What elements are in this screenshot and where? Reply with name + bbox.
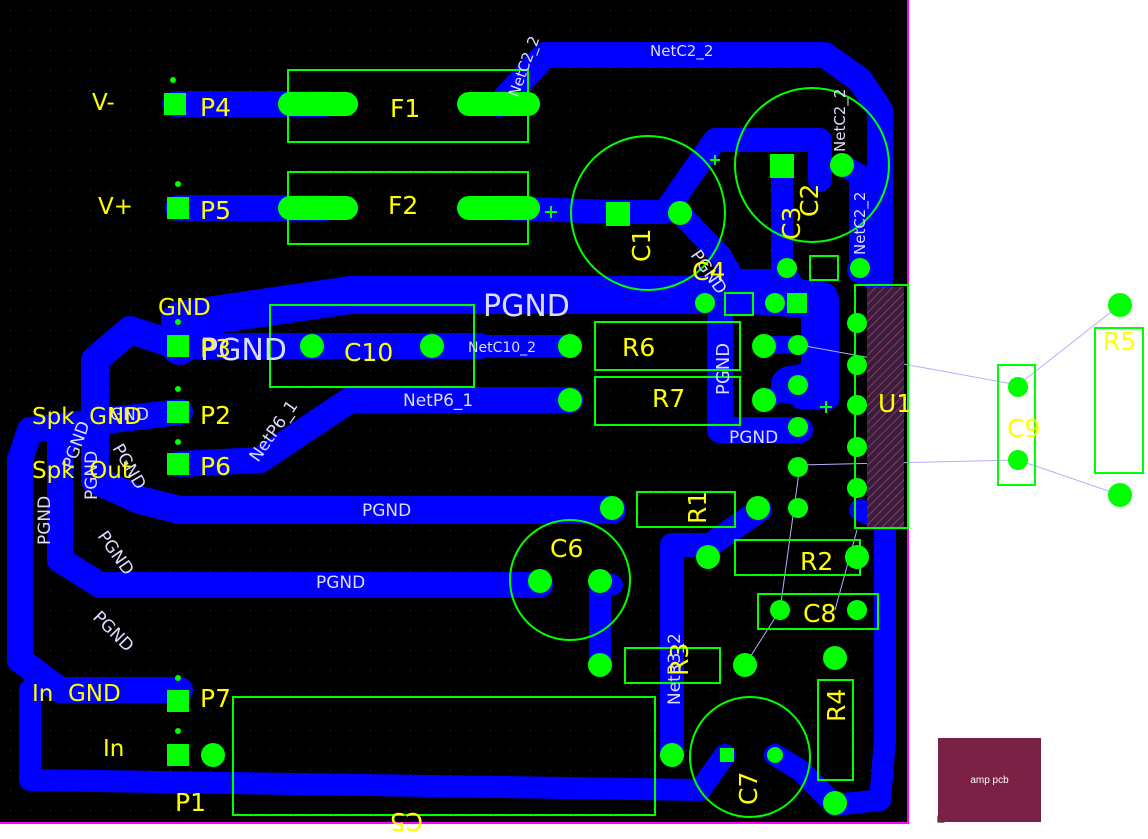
designator-c9: C9 [1007,414,1040,443]
designator-c5: C5 [390,807,423,836]
net-label: PGND [713,343,734,395]
trace-netp6-1 [167,387,583,477]
net-label: NetP6_1 [403,391,473,411]
net-label: PGND [483,289,570,324]
designator-r7: R7 [652,384,685,413]
net-label: NetC2_2 [650,42,713,61]
designator-c6: C6 [550,534,583,563]
designator-r1: R1 [683,491,712,524]
trace-netc2-2-top [487,42,893,293]
thumbnail-label: amp pcb [970,774,1009,786]
designator-r6: R6 [622,333,655,362]
connector-labels: V- V+ GND Spk GND Spk Out In GND In [32,90,211,762]
net-label: PGND [200,333,287,368]
designator-p3: P3 [200,334,231,363]
net-label: NetC2_2 [831,89,850,152]
net-label: PGND [729,428,778,448]
net-label: PGND [82,451,102,500]
designator-c7: C7 [734,772,763,805]
trace-pgnd-p7 [7,399,193,703]
designator-u1: U1 [878,389,912,418]
designators: P4 P5 P3 P2 P6 P7 P1 F1 F2 C1 C2 C3 C4 C… [175,93,1136,836]
u1-heatsink [867,287,904,527]
label-in: In [103,736,124,762]
designator-f2: F2 [388,191,418,220]
pads [164,92,1132,815]
designator-c10: C10 [344,338,393,367]
designator-r3: R3 [665,643,694,676]
designator-p6: P6 [200,452,231,481]
label-spk-out: Spk Out [32,458,131,484]
designator-f1: F1 [390,94,420,123]
designator-r5: R5 [1103,327,1136,356]
designator-c2: C2 [795,184,824,217]
net-label: PGND [316,573,365,593]
silkscreen [170,69,1144,818]
designator-c1: C1 [627,229,656,262]
trace-pgnd-right [707,307,813,443]
net-label: PGND [35,496,55,545]
label-v-plus: V+ [98,194,133,220]
board-thumbnail[interactable]: amp pcb [938,738,1041,822]
net-label: NetC2_2 [851,192,870,255]
trace-pgnd-r1 [81,316,626,524]
designator-c4: C4 [692,257,725,286]
trace-f2-c1-c3 [488,128,832,224]
net-label: NetR3_2 [665,633,685,705]
designator-p5: P5 [200,196,231,225]
designator-p4: P4 [200,93,231,122]
net-label: PGND [362,501,411,521]
net-label: GND [110,405,149,425]
label-v-minus: V- [92,90,115,116]
designator-c8: C8 [803,599,836,628]
designator-p1: P1 [175,788,206,817]
net-label: NetC10_2 [468,340,536,356]
copper-traces [7,42,896,816]
designator-p2: P2 [200,401,231,430]
label-in-gnd: In GND [32,681,121,707]
designator-r2: R2 [800,547,833,576]
designator-c3: C3 [777,207,806,240]
label-spk-gnd: Spk GND [32,404,142,430]
trace-bottom [19,679,736,801]
label-gnd: GND [158,295,211,321]
designator-p7: P7 [200,684,231,713]
designator-r4: R4 [822,689,851,722]
